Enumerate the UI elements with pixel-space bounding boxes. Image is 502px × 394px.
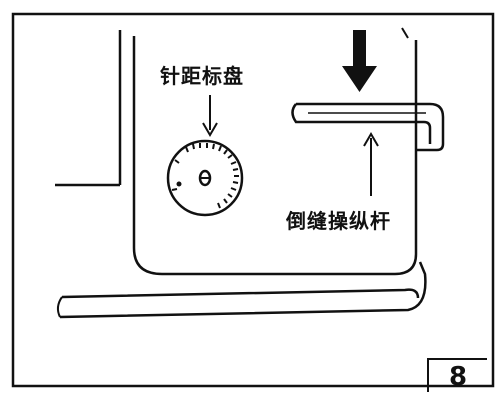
dial-scale-ticks [171,143,239,209]
figure-number: 8 [427,358,487,392]
base-plate-bottom [59,261,427,319]
machine-front-panel [132,36,418,276]
base-plate-top [61,288,420,299]
stitch-length-dial [166,139,244,217]
up-arrow-icon [363,132,379,196]
outer-border [11,12,495,388]
base-plate-left-cap [56,296,63,318]
down-arrow-icon [202,95,218,137]
reverse-lever-label: 倒缝操纵杆 [286,209,391,233]
stitch-length-dial-label: 针距标盘 [160,64,244,88]
bold-down-arrow-icon [342,30,377,92]
dial-index-dot [176,181,182,187]
reverse-lever [291,102,445,152]
machine-side-edge [401,27,409,39]
machine-body-outline [55,30,122,187]
